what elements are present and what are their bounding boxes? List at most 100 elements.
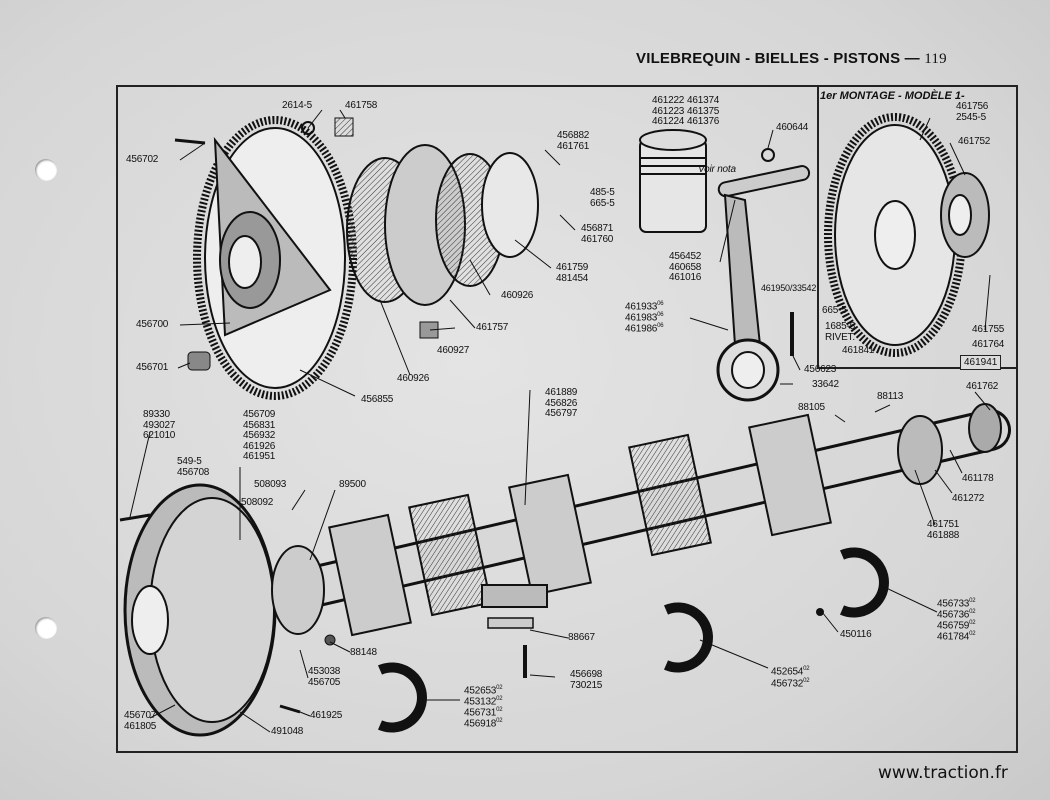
label-461756: 461756 2545-5 [956,101,989,123]
label-460927: 460927 [437,345,470,356]
label-456707: 456707 461805 [124,710,157,732]
label-suffix: 02 [496,696,503,702]
label-88113: 88113 [877,391,904,402]
footer-url: www.traction.fr [878,763,1008,783]
label-461986-text: 461986 [625,323,658,335]
label-suffix: 06 [657,312,664,318]
label-461784: 46178402 [937,629,976,643]
clutch-discs [174,117,539,371]
label-89500: 89500 [339,479,366,490]
label-suffix: 02 [969,620,976,626]
label-456731: 45673102 [464,705,503,719]
label-453038: 453038 456705 [308,666,341,688]
label-549-5: 549-5 456708 [177,456,210,478]
label-456918: 45691802 [464,716,503,730]
label-460926-a: 460926 [501,290,534,301]
label-460926-b: 460926 [397,373,430,384]
front-pulley [119,483,325,737]
label-665-5: 665-5 [822,305,847,316]
page-number: 119 [924,51,947,67]
label-456759-text: 456759 [937,620,970,632]
crankshaft [279,403,1011,678]
label-456698: 456698 730215 [570,669,603,691]
label-461374: 461374 461375 461376 [687,95,720,127]
label-450116: 450116 [840,629,872,640]
label-508093: 508093 [254,479,287,490]
label-461986: 46198606 [625,321,664,335]
label-456700: 456700 [136,319,169,330]
label-456871: 456871 461760 [581,223,614,245]
label-461841: 461841 [842,345,875,356]
diagram-frame [116,85,1018,753]
label-suffix: 02 [969,609,976,615]
label-33642: 33642 [812,379,839,390]
label-suffix: 02 [803,666,810,672]
label-88105: 88105 [798,402,825,413]
label-456759: 45675902 [937,618,976,632]
inset-part-code: 461941 [960,355,1002,370]
page-title-text: VILEBREQUIN - BIELLES - PISTONS [636,50,901,67]
label-suffix: 06 [657,323,664,329]
label-461272: 461272 [952,493,985,504]
label-461983: 46198306 [625,310,664,324]
label-456736: 45673602 [937,607,976,621]
label-456733: 45673302 [937,596,976,610]
label-461178: 461178 [962,473,994,484]
label-suffix: 02 [969,598,976,604]
label-456732: 45673202 [771,676,810,690]
label-461950: 461950/33542 [761,283,817,293]
label-461222: 461222 461223 461224 [652,95,685,127]
label-491048: 491048 [271,726,304,737]
label-voir-nota: Voir nota [698,164,736,175]
label-456736-text: 456736 [937,609,970,621]
label-508092: 508092 [241,497,274,508]
piston-conrod [639,129,811,402]
binder-hole-top [35,159,57,181]
label-456709: 456709 456831 456932 461926 461951 [243,409,276,462]
title-dash: — [904,50,920,67]
label-456855: 456855 [361,394,394,405]
label-456732-text: 456732 [771,678,804,690]
label-461755: 461755 [972,324,1005,335]
page-title: VILEBREQUIN - BIELLES - PISTONS — 119 [636,50,947,68]
label-452654: 45265402 [771,664,810,678]
label-461758: 461758 [345,100,378,111]
label-88667: 88667 [568,632,595,643]
label-suffix: 02 [496,685,503,691]
label-suffix: 02 [803,678,810,684]
label-456918-text: 456918 [464,718,497,730]
label-461933: 46193306 [625,299,664,313]
label-461889: 461889 456826 456797 [545,387,578,419]
label-461762: 461762 [966,381,999,392]
label-89330: 89330 493027 621010 [143,409,176,441]
leader-lines [129,109,991,733]
label-461752: 461752 [958,136,991,147]
label-461764: 461764 [972,339,1005,350]
inset-title: 1er MONTAGE - MODÈLE 1- [820,90,965,102]
label-456882: 456882 461761 [557,130,590,152]
label-suffix: 02 [496,707,503,713]
label-461757: 461757 [476,322,509,333]
label-452654-text: 452654 [771,666,804,678]
label-suffix: 06 [657,301,664,307]
inset-frame [817,85,1016,369]
label-456702: 456702 [126,154,159,165]
label-456733-text: 456733 [937,598,970,610]
label-456452: 456452 460658 461016 [669,251,702,283]
label-461983-text: 461983 [625,312,658,324]
binder-hole-bottom [35,617,57,639]
label-461784-text: 461784 [937,631,970,643]
label-suffix: 02 [969,631,976,637]
inset-flywheel [824,113,990,357]
label-452653-text: 452653 [464,685,497,697]
label-452653: 45265302 [464,683,503,697]
label-456623: 456623 [804,364,837,375]
label-suffix: 02 [496,718,503,724]
label-1685-5: 1685-5 RIVET. [825,321,855,343]
label-461925: 461925 [310,710,343,721]
label-461759: 461759 481454 [556,262,589,284]
label-88148: 88148 [350,647,377,658]
label-456701: 456701 [136,362,169,373]
